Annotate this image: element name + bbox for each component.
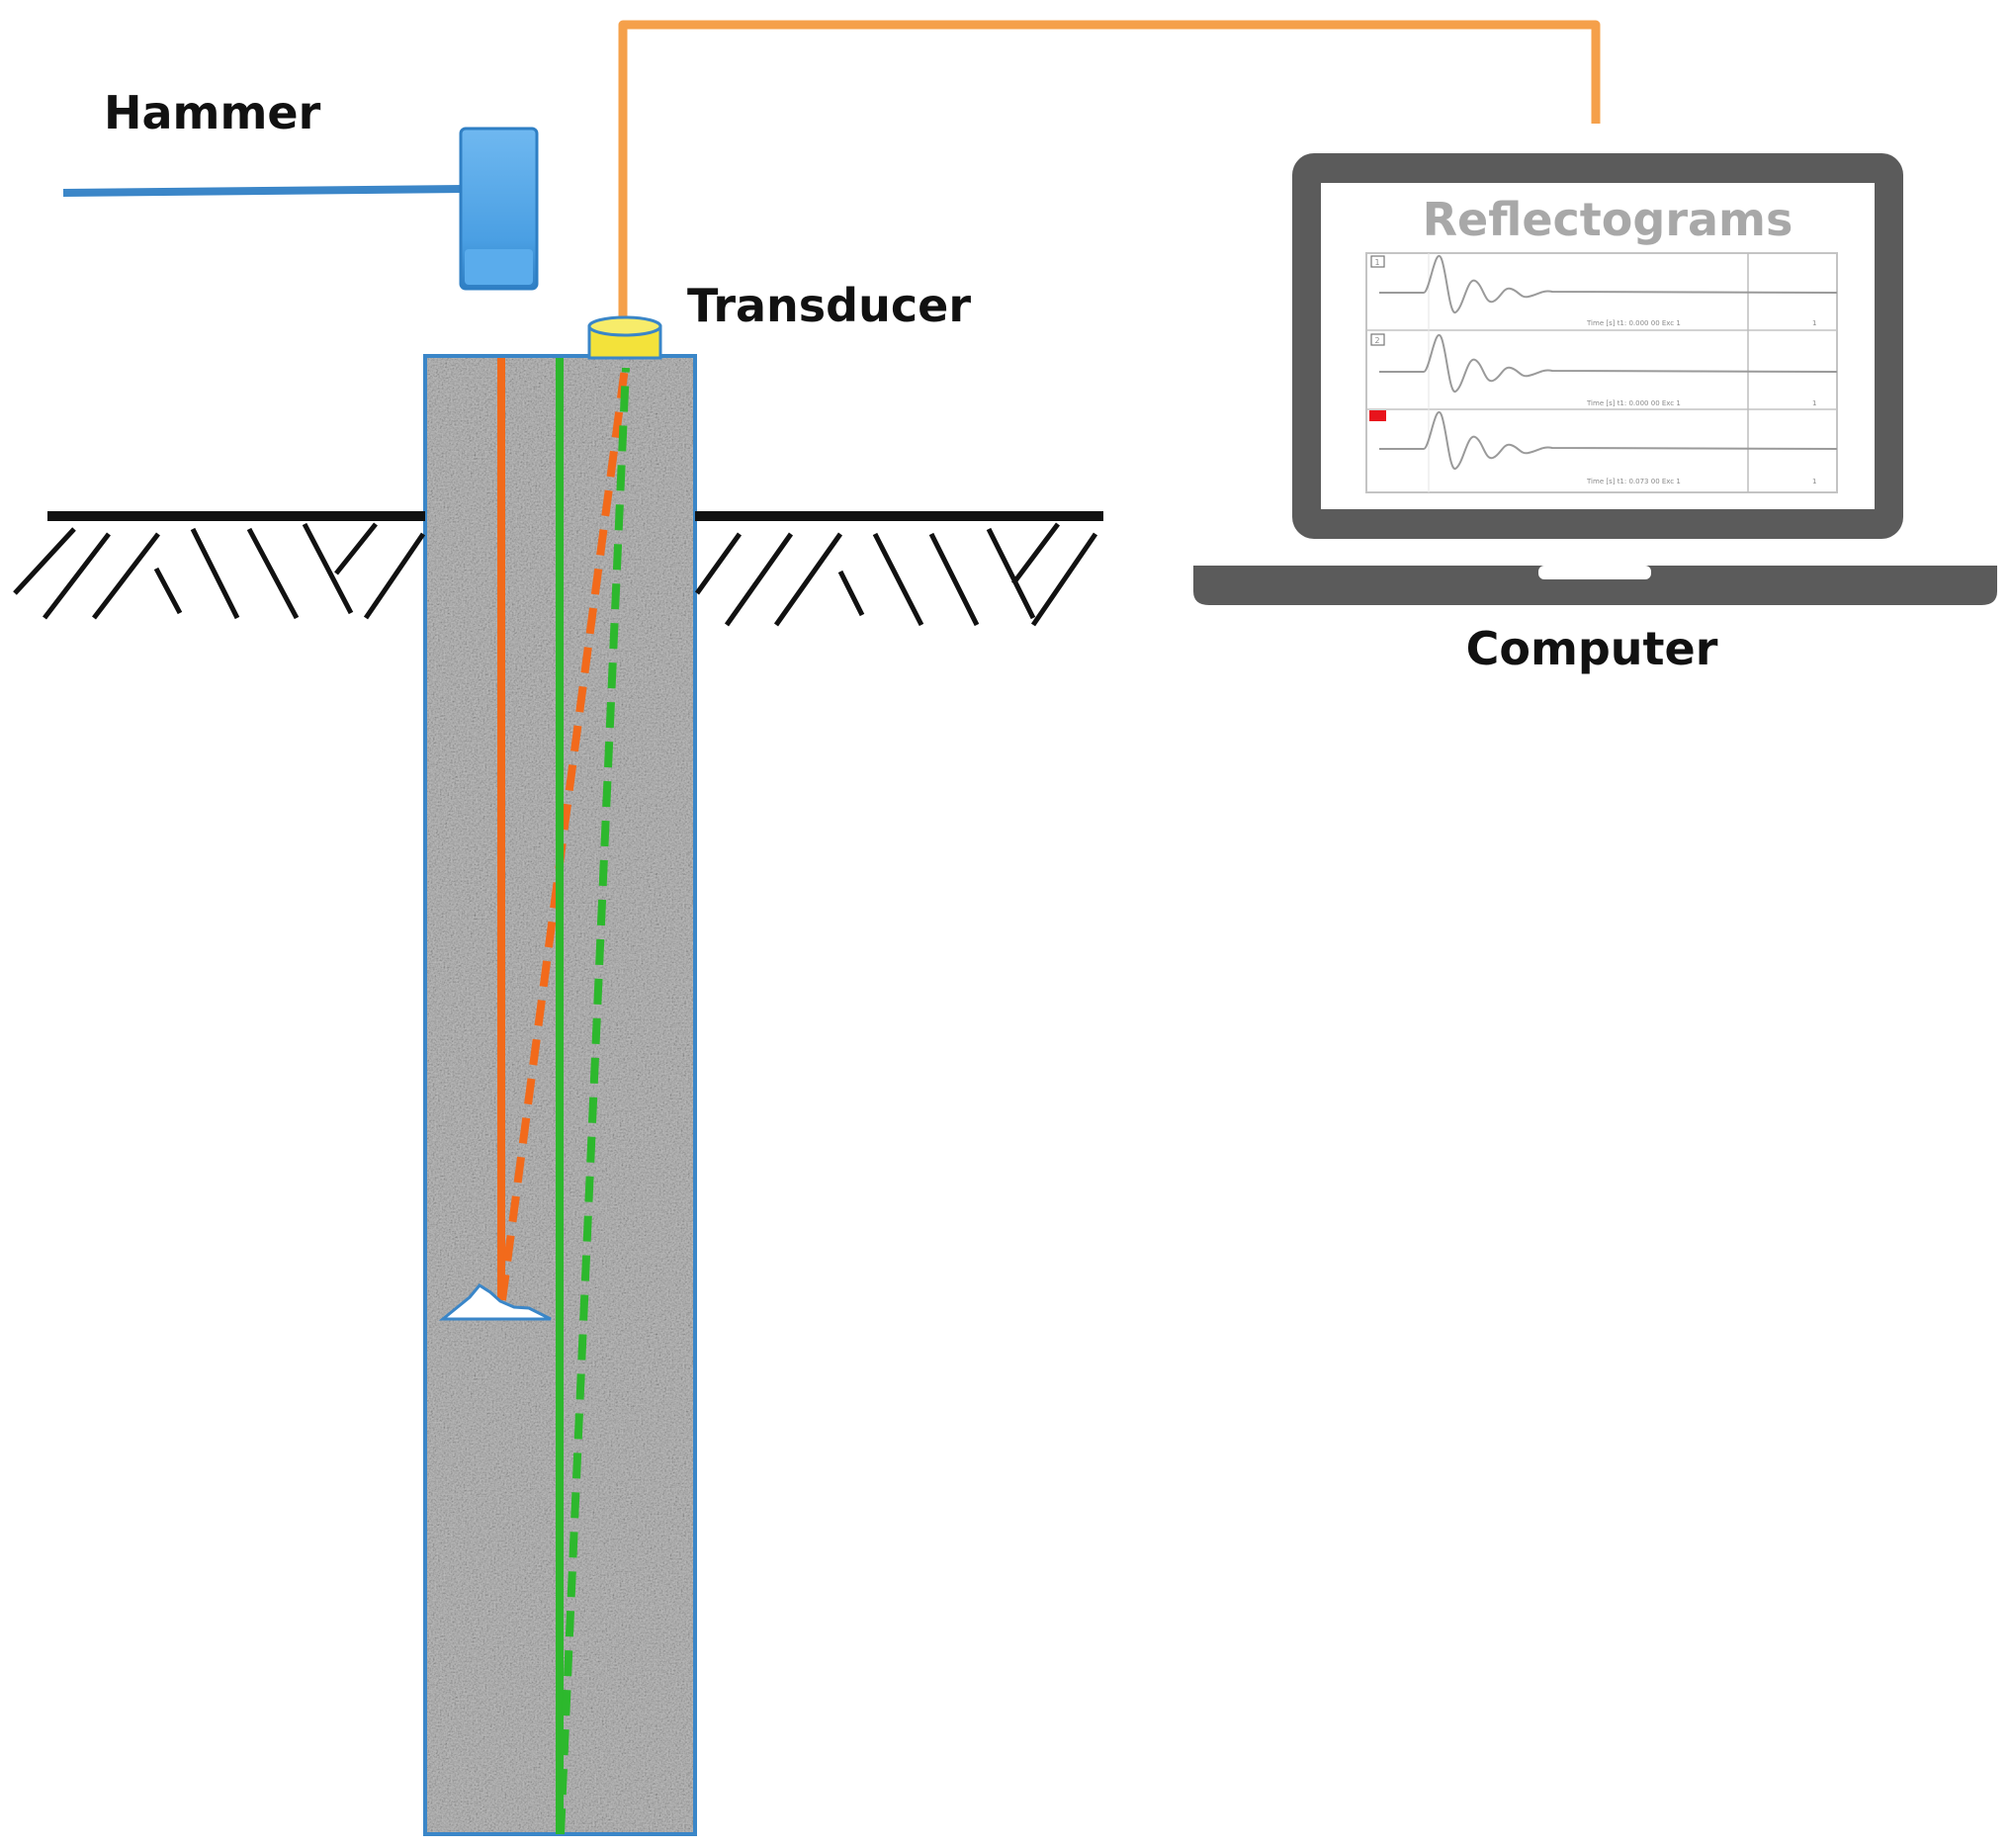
computer-label: Computer xyxy=(1466,622,1718,675)
defect-icon xyxy=(438,1283,552,1321)
signal-cable xyxy=(618,20,1601,326)
channel-mark-1 xyxy=(1370,255,1385,268)
transducer-label: Transducer xyxy=(687,279,971,332)
trace-1-readout: Time [s] t1: 0.000 00 Exc 1 xyxy=(1586,319,1681,327)
trace-3: Time [s] t1: 0.073 00 Exc 1 1 xyxy=(1369,410,1838,485)
trace-3-readout: Time [s] t1: 0.073 00 Exc 1 xyxy=(1586,478,1681,485)
laptop-base xyxy=(1193,566,1997,605)
channel-mark-1-label: 1 xyxy=(1374,258,1379,267)
defect-marker xyxy=(1369,410,1386,421)
channel-mark-2 xyxy=(1370,333,1385,346)
hammer-icon xyxy=(62,127,539,291)
trace-2: 2 Time [s] t1: 0.000 00 Exc 1 1 xyxy=(1370,333,1838,407)
reflectogram-panel: 1 Time [s] t1: 0.000 00 Exc 1 1 2 Time [… xyxy=(1365,252,1838,493)
trace-1: 1 Time [s] t1: 0.000 00 Exc 1 1 xyxy=(1370,254,1838,327)
trace-2-end-mark: 1 xyxy=(1812,399,1816,407)
hammer-handle xyxy=(62,185,466,197)
hammer-label: Hammer xyxy=(104,86,321,139)
reflectograms-title: Reflectograms xyxy=(1423,193,1793,246)
hammer-head xyxy=(459,127,539,291)
wave-paths xyxy=(497,358,630,1835)
ground-surface xyxy=(13,511,1103,627)
transducer-icon xyxy=(587,315,662,360)
trace-3-end-mark: 1 xyxy=(1812,478,1816,485)
trace-1-end-mark: 1 xyxy=(1812,319,1816,327)
ray-reflected-from-toe xyxy=(557,367,630,1835)
trace-2-readout: Time [s] t1: 0.000 00 Exc 1 xyxy=(1586,399,1681,407)
channel-mark-2-label: 2 xyxy=(1374,336,1379,345)
